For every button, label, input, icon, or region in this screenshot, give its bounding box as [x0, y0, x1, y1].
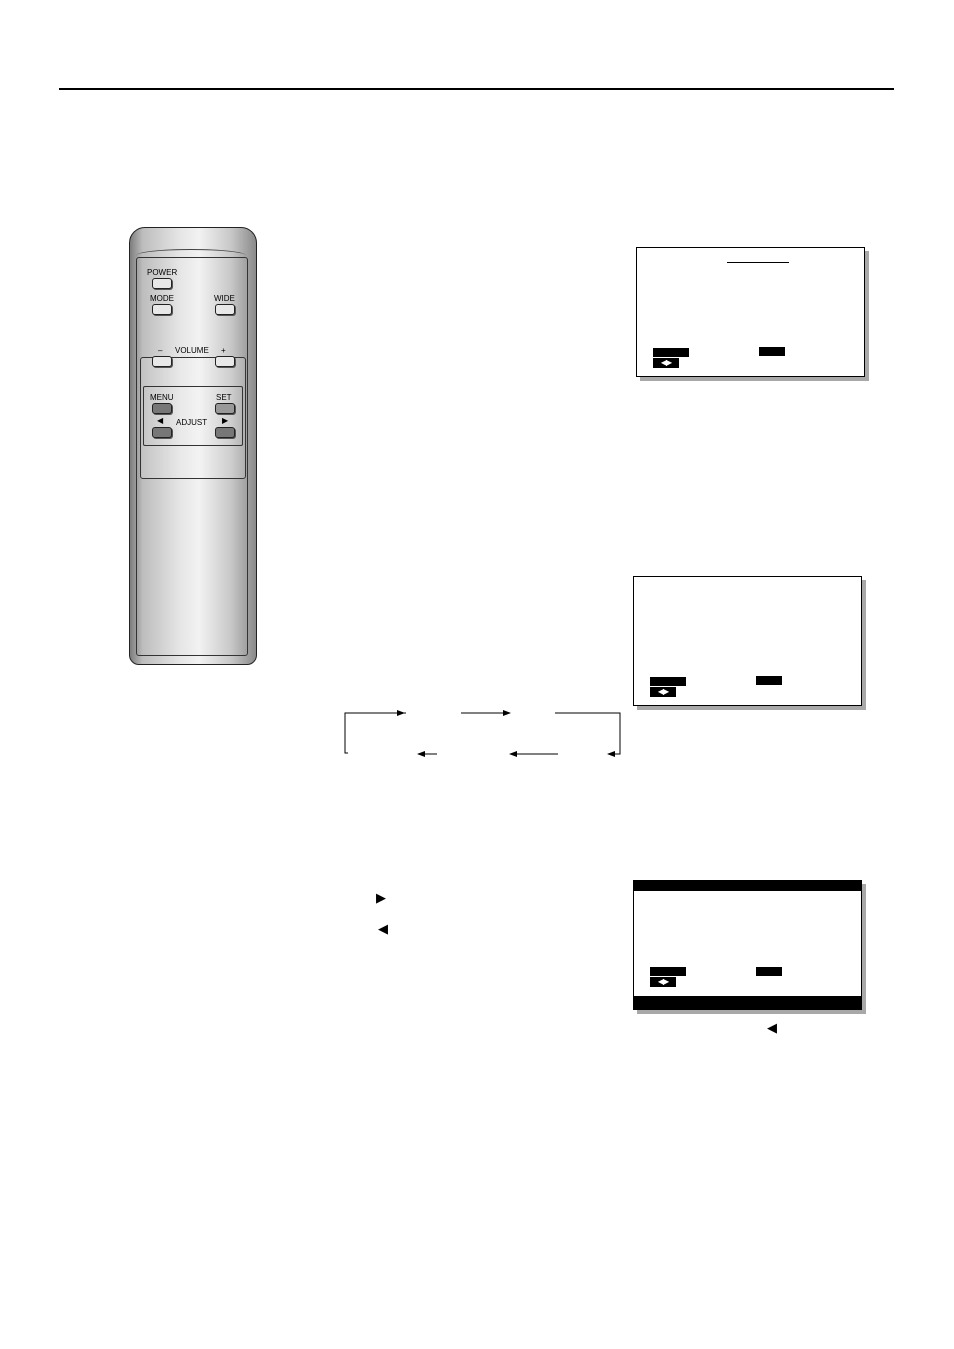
osd-adjust-arrows-icon: ◀▶	[653, 358, 679, 368]
osd-adjust-arrows-icon: ◀▶	[650, 977, 676, 987]
note-left-arrow-icon: ◀	[767, 1020, 777, 1035]
osd-set-tab	[756, 967, 782, 976]
volume-minus-label: –	[158, 346, 163, 355]
osd-adjust-arrows-icon: ◀▶	[650, 687, 676, 697]
remote-inner-frame	[136, 257, 248, 656]
right-arrow-icon: ▶	[376, 890, 386, 905]
power-button[interactable]	[152, 278, 172, 289]
menu-label: MENU	[150, 393, 174, 402]
mode-button[interactable]	[152, 304, 172, 315]
adjust-button-group	[143, 386, 243, 446]
set-label: SET	[216, 393, 232, 402]
power-label: POWER	[147, 268, 178, 277]
volume-up-button[interactable]	[215, 356, 235, 367]
adjust-right-arrow-icon: ▶	[222, 416, 229, 425]
menu-button-panel	[140, 357, 246, 479]
osd-title-underline	[727, 262, 789, 263]
mode-cycle-arrows	[344, 710, 621, 757]
left-arrow-icon: ◀	[378, 921, 388, 936]
wide-label: WIDE	[214, 294, 235, 303]
remote-body	[129, 227, 257, 665]
remote-control-illustration: POWER MODE WIDE – VOLUME + MENU SET ◀ AD…	[129, 227, 257, 665]
adjust-left-arrow-icon: ◀	[157, 416, 164, 425]
osd-selected-tab	[650, 677, 686, 686]
set-button[interactable]	[215, 403, 235, 414]
wide-button[interactable]	[215, 304, 235, 315]
osd-menu-screen-2: ◀▶	[633, 576, 862, 706]
mode-cycle-diagram	[340, 700, 630, 764]
volume-down-button[interactable]	[152, 356, 172, 367]
adjust-left-button[interactable]	[152, 427, 172, 438]
volume-plus-label: +	[221, 346, 226, 355]
osd-selected-tab	[653, 348, 689, 357]
osd-bottom-bar	[634, 996, 861, 1009]
menu-button[interactable]	[152, 403, 172, 414]
volume-label: VOLUME	[175, 346, 209, 355]
osd-set-tab	[759, 347, 785, 356]
header-rule	[59, 88, 894, 90]
adjust-right-button[interactable]	[215, 427, 235, 438]
osd-menu-screen-1: ◀▶	[636, 247, 865, 377]
osd-selected-tab	[650, 967, 686, 976]
osd-top-bar	[634, 881, 861, 891]
adjust-label: ADJUST	[176, 418, 208, 427]
osd-menu-screen-3: ◀▶	[633, 880, 862, 1010]
mode-label: MODE	[150, 294, 174, 303]
osd-set-tab	[756, 676, 782, 685]
remote-top-curve	[136, 249, 246, 262]
